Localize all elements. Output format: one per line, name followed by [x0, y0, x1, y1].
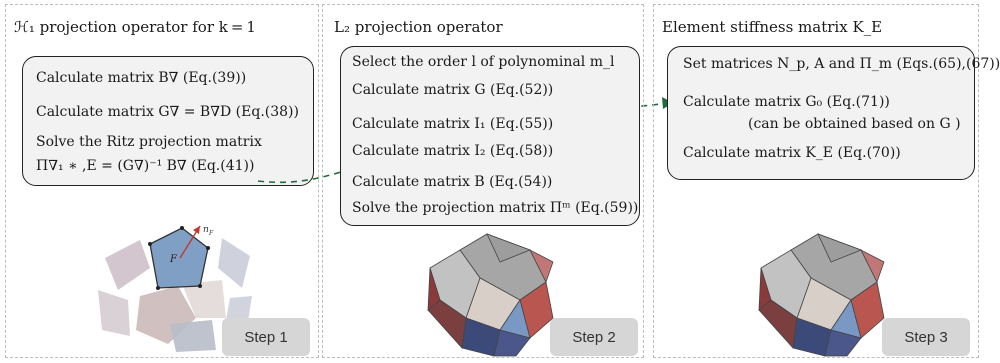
step-3-box	[667, 46, 975, 180]
step-3-badge: Step 3	[882, 318, 970, 356]
step-3-line-1: Set matrices N_p, A and Π_m (Eqs.(65),(6…	[683, 56, 1000, 72]
step-3-line-4: Calculate matrix K_E (Eq.(70))	[683, 145, 901, 161]
panel-step-2	[322, 4, 644, 358]
step-1-line-4: Π∇₁ ∗ ,E = (G∇)⁻¹ B∇ (Eq.(41))	[36, 158, 255, 174]
step-3-line-3: (can be obtained based on G )	[748, 116, 961, 132]
panel-1-title: ℋ₁ projection operator for k = 1	[14, 18, 256, 36]
step-1-line-3: Solve the Ritz projection matrix	[36, 134, 262, 150]
step-2-line-6: Solve the projection matrix Πᵐ (Eq.(59))	[352, 200, 639, 216]
step-3-line-2: Calculate matrix G₀ (Eq.(71))	[683, 94, 890, 110]
step-1-line-2: Calculate matrix G∇ = B∇D (Eq.(38))	[36, 104, 299, 120]
step-2-line-4: Calculate matrix I₂ (Eq.(58))	[352, 143, 554, 159]
step-2-line-3: Calculate matrix I₁ (Eq.(55))	[352, 116, 554, 132]
panel-step-3	[653, 4, 979, 358]
step-2-box	[340, 46, 640, 226]
panel-3-title: Element stiffness matrix K_E	[662, 18, 883, 36]
step-1-badge: Step 1	[222, 318, 310, 356]
step-2-line-1: Select the order l of polynominal m_l	[352, 54, 615, 70]
step-2-line-2: Calculate matrix G (Eq.(52))	[352, 82, 554, 98]
step-2-line-5: Calculate matrix B (Eq.(54))	[352, 174, 553, 190]
step-1-line-1: Calculate matrix B∇ (Eq.(39))	[36, 70, 247, 86]
step-2-badge: Step 2	[550, 318, 638, 356]
panel-2-title: L₂ projection operator	[334, 18, 503, 36]
